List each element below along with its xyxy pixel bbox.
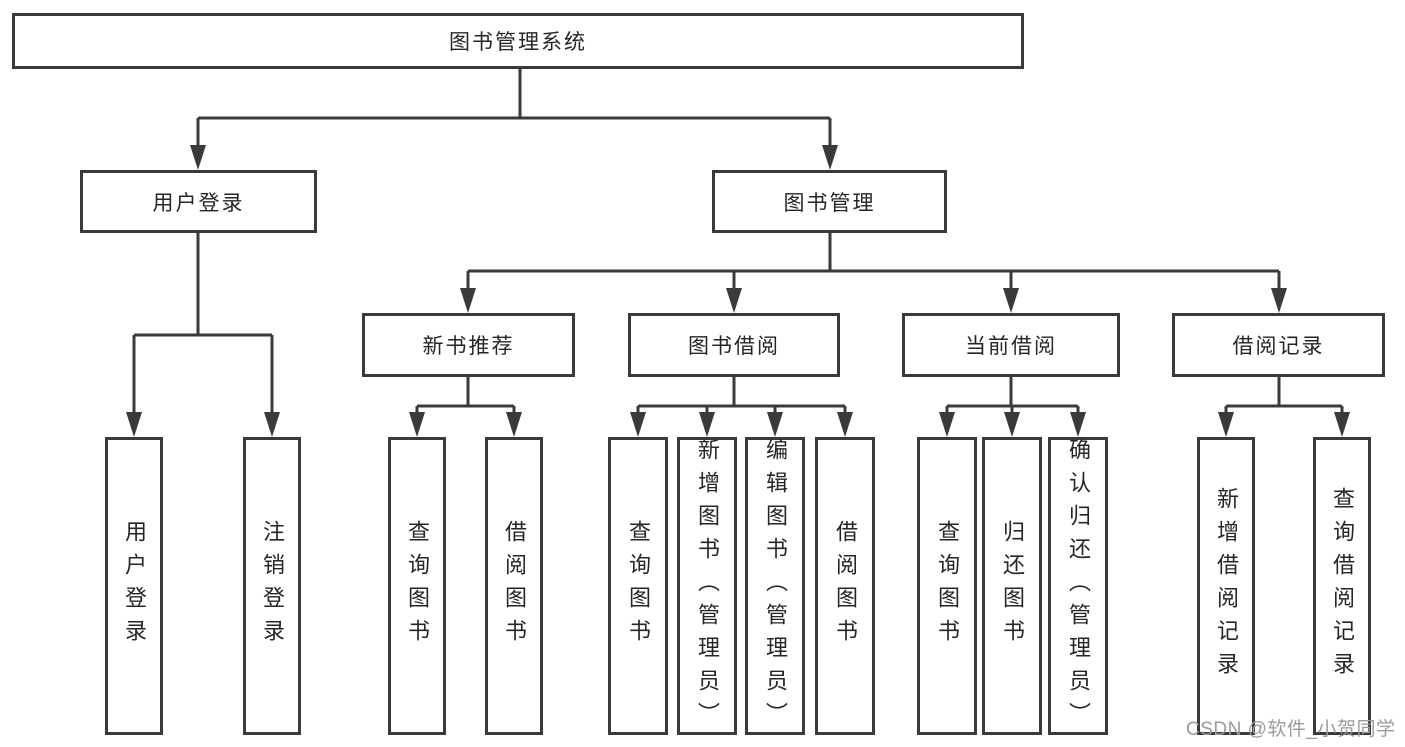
leaf-label: 查询借阅记录 xyxy=(1330,487,1355,685)
leaf-br-query-record: 查询借阅记录 xyxy=(1313,437,1371,735)
leaf-label: 用户登录 xyxy=(122,520,147,652)
leaf-bb-add-book-admin: 新增图书（管理员） xyxy=(677,437,737,735)
node-label: 新书推荐 xyxy=(422,335,515,358)
connector-current-borrow-to-leaves xyxy=(939,377,1086,437)
node-book-borrow: 图书借阅 xyxy=(628,313,840,377)
node-borrow-records: 借阅记录 xyxy=(1172,313,1385,377)
connector-book-borrow-to-leaves xyxy=(630,377,853,437)
leaf-logout: 注销登录 xyxy=(243,437,301,735)
csdn-watermark: CSDN @软件_小贺同学 xyxy=(1186,719,1396,740)
node-label: 图书管理系统 xyxy=(449,31,587,54)
connector-borrow-records-to-leaves xyxy=(1218,377,1350,437)
connector-book-management-to-level3 xyxy=(460,233,1287,313)
leaf-nb-borrow-book: 借阅图书 xyxy=(485,437,543,735)
leaf-cb-query-book: 查询图书 xyxy=(917,437,977,735)
node-user-login: 用户登录 xyxy=(80,170,317,233)
leaf-nb-query-book: 查询图书 xyxy=(388,437,446,735)
node-label: 图书管理 xyxy=(783,191,876,215)
leaf-label: 查询图书 xyxy=(626,520,651,652)
leaf-label: 查询图书 xyxy=(405,520,430,652)
leaf-label: 编辑图书（管理员） xyxy=(763,437,788,735)
node-label: 当前借阅 xyxy=(965,335,1057,358)
leaf-label: 借阅图书 xyxy=(833,520,858,652)
node-library-management-system: 图书管理系统 xyxy=(12,13,1024,69)
leaf-label: 注销登录 xyxy=(260,520,285,652)
node-book-management: 图书管理 xyxy=(712,170,947,233)
leaf-label: 借阅图书 xyxy=(502,520,527,652)
node-current-borrow: 当前借阅 xyxy=(902,313,1120,377)
leaf-bb-borrow-book: 借阅图书 xyxy=(815,437,875,735)
node-label: 图书借阅 xyxy=(688,335,780,358)
connector-user-login-to-leaves xyxy=(126,233,280,437)
connector-new-book-to-leaves xyxy=(409,377,522,437)
leaf-label: 查询图书 xyxy=(935,520,960,652)
leaf-bb-edit-book-admin: 编辑图书（管理员） xyxy=(745,437,805,735)
leaf-bb-query-book: 查询图书 xyxy=(608,437,668,735)
leaf-user-login: 用户登录 xyxy=(105,437,163,735)
connector-root-to-level2 xyxy=(190,68,838,170)
leaf-label: 归还图书 xyxy=(1000,520,1025,652)
leaf-cb-confirm-return-admin: 确认归还（管理员） xyxy=(1048,437,1108,735)
leaf-label: 确认归还（管理员） xyxy=(1066,437,1091,735)
leaf-cb-return-book: 归还图书 xyxy=(982,437,1042,735)
leaf-label: 新增图书（管理员） xyxy=(695,437,720,735)
leaf-label: 新增借阅记录 xyxy=(1214,487,1239,685)
leaf-br-add-record: 新增借阅记录 xyxy=(1197,437,1255,735)
node-label: 借阅记录 xyxy=(1232,335,1325,358)
node-label: 用户登录 xyxy=(152,191,245,215)
node-new-book-recommend: 新书推荐 xyxy=(362,313,575,377)
